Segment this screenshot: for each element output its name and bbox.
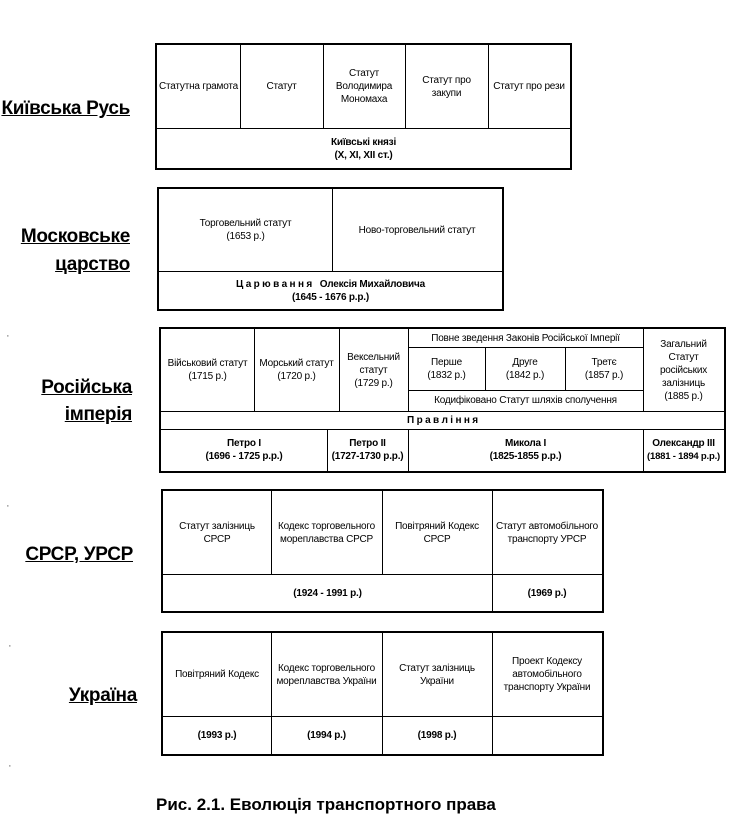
collection-first: Перше (1832 р.)	[408, 347, 485, 390]
figure-caption: Рис. 2.1. Еволюція транспортного права	[156, 795, 496, 814]
doc-ussr-railway-statute: Статут залізниць СРСР	[179, 520, 255, 545]
doc-statute: Статут	[266, 81, 297, 92]
doc-naval-statute-year: (1720 р.)	[277, 371, 316, 382]
ussr-period: (1924 - 1991 р.)	[293, 587, 362, 599]
label-moscow-tsardom-2: царство	[55, 254, 130, 275]
doc-statute-charter: Статутна грамота	[159, 81, 238, 92]
scan-noise-3: ·	[8, 640, 13, 652]
kyiv-rus-table: Статутна грамота Статут Статут Володимир…	[155, 43, 572, 170]
collection-third-title: Третє	[591, 356, 617, 368]
ruler-peter-2: Петро II (1727-1730 р.р.)	[327, 429, 408, 471]
doc-bill-statute-year: (1729 р.)	[354, 377, 393, 389]
kyiv-princes-period: (X, XI, XII ст.)	[334, 149, 393, 161]
doc-military-statute: Військовий статут (1715 р.)	[161, 329, 254, 411]
doc-trade-statute-title: Торговельний статут	[199, 218, 292, 229]
kyiv-princes: Київські князі (X, XI, XII ст.)	[157, 129, 570, 168]
ruler-peter-1-period: (1696 - 1725 р.р.)	[205, 451, 283, 462]
reign-alexei-title: Ц а р ю в а н н я Олексія Михайловича	[236, 278, 425, 290]
ruler-alexander-3-period: (1881 - 1894 р.р.)	[647, 451, 720, 462]
ruler-nicholas-1-period: (1825-1855 р.р.)	[489, 451, 562, 462]
doc-general-railway-statute-title: Загальний Статут російських залізниць	[659, 338, 708, 389]
doc-statute-rezy: Статут про рези	[493, 81, 565, 92]
doc-ukraine-railway-statute: Статут залізниць України	[399, 662, 475, 687]
kyiv-princes-title: Київські князі	[330, 136, 397, 148]
collection-third: Третє (1857 р.)	[565, 347, 643, 390]
doc-general-railway-statute: Загальний Статут російських залізниць (1…	[643, 329, 724, 411]
collection-first-title: Перше	[431, 356, 462, 368]
ruler-alexander-3: Олександр III (1881 - 1894 р.р.)	[643, 429, 724, 471]
doc-bill-statute: Вексельний статут (1729 р.)	[339, 329, 408, 411]
moscow-tsardom-table: Торговельний статут (1653 р.) Ново-торго…	[157, 187, 504, 311]
ukraine-year-railway: (1998 р.)	[417, 730, 457, 741]
doc-general-railway-statute-year: (1885 р.)	[664, 390, 703, 402]
doc-ussr-motor-transport-statute: Статут автомобільного транспорту УРСР	[495, 520, 599, 545]
doc-naval-statute-title: Морський статут	[259, 358, 334, 369]
doc-ukraine-motor-code-draft: Проект Кодексу автомобільного транспорту…	[503, 656, 591, 693]
scan-noise-4: ·	[8, 760, 13, 772]
collection-second-title: Друге	[512, 356, 538, 368]
label-ussr: СРСР, УРСР	[25, 544, 133, 565]
doc-naval-statute: Морський статут (1720 р.)	[254, 329, 339, 411]
ruler-peter-1: Петро I (1696 - 1725 р.р.)	[161, 429, 327, 471]
ruler-peter-2-period: (1727-1730 р.р.)	[331, 451, 404, 462]
label-ukraine: Україна	[68, 685, 137, 706]
collection-third-year: (1857 р.)	[584, 369, 624, 381]
scan-noise-2: ·	[6, 500, 11, 512]
label-kyiv-rus: Київська Русь	[1, 98, 130, 119]
doc-statute-zakupy: Статут про закупи	[422, 74, 471, 99]
ukraine-year-air: (1993 р.)	[197, 730, 237, 741]
russian-empire-table: Військовий статут (1715 р.) Морський ста…	[159, 327, 726, 473]
collection-first-year: (1832 р.)	[427, 369, 466, 381]
label-russian-empire-2: імперія	[64, 404, 133, 425]
ussr-motor-period: (1969 р.)	[527, 587, 567, 599]
doc-trade-statute: Торговельний статут (1653 р.)	[159, 189, 332, 271]
ussr-table: Статут залізниць СРСР Кодекс торговельно…	[161, 489, 604, 613]
ruler-alexander-3-name: Олександр III	[652, 438, 715, 449]
doc-new-trade-statute: Ново-торговельний статут	[358, 224, 476, 236]
ruler-nicholas-1-name: Микола I	[504, 438, 547, 449]
ukraine-year-maritime: (1994 р.)	[307, 730, 346, 741]
codified-communication-statute: Кодифіковано Статут шляхів сполучення	[434, 395, 617, 406]
doc-ukraine-maritime-code: Кодекс торговельного мореплавства Україн…	[276, 662, 377, 687]
rule-header: П р а в л і н н я	[407, 414, 478, 426]
collection-second: Друге (1842 р.)	[485, 347, 565, 390]
ukraine-table: Повітряний Кодекс Кодекс торговельного м…	[161, 631, 604, 756]
ruler-nicholas-1: Микола I (1825-1855 р.р.)	[408, 429, 643, 471]
reign-alexei: Ц а р ю в а н н я Олексія Михайловича (1…	[159, 272, 502, 309]
doc-trade-statute-year: (1653 р.)	[226, 231, 265, 242]
full-collection-of-laws: Повне зведення Законів Російської Імпері…	[431, 332, 620, 344]
doc-ussr-maritime-code: Кодекс торговельного мореплавства СРСР	[278, 520, 375, 545]
doc-ussr-air-code: Повітряний Кодекс СРСР	[395, 520, 479, 545]
reign-alexei-period: (1645 - 1676 р.р.)	[292, 291, 369, 303]
ruler-peter-2-name: Петро II	[349, 438, 386, 449]
doc-military-statute-title: Військовий статут	[167, 358, 248, 369]
scan-noise-1: ·	[6, 330, 11, 342]
doc-bill-statute-title: Вексельний статут	[347, 351, 400, 376]
doc-ukraine-air-code: Повітряний Кодекс	[175, 669, 259, 680]
doc-military-statute-year: (1715 р.)	[188, 371, 227, 382]
label-russian-empire-1: Російська	[41, 377, 132, 398]
doc-statute-monomakh: Статут Володимира Мономаха	[335, 68, 393, 105]
ruler-peter-1-name: Петро I	[227, 438, 261, 449]
label-moscow-tsardom-1: Московське	[20, 226, 130, 247]
collection-second-year: (1842 р.)	[505, 369, 545, 381]
ukraine-year-motor	[492, 717, 602, 754]
